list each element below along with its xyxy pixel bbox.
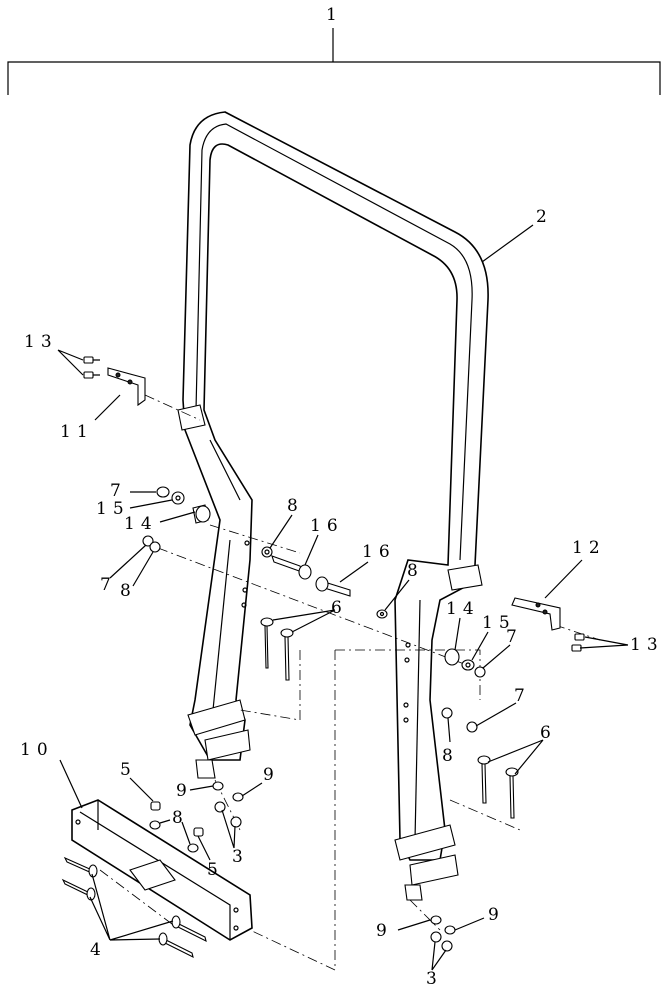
callout-8-b: 8: [287, 496, 304, 516]
callout-14-a: 14: [124, 514, 158, 534]
callout-13-left: 13: [24, 332, 58, 352]
bolts-13-left: [83, 356, 100, 379]
long-bolts-6: [260, 617, 519, 819]
callout-8-e: 8: [172, 808, 189, 828]
callout-6-a: 6: [331, 598, 348, 618]
callout-16-a: 16: [310, 516, 344, 536]
hardware-left-cluster: [142, 486, 211, 553]
callout-9-b: 9: [263, 765, 280, 785]
callout-12: 12: [572, 538, 606, 558]
callout-8-d: 8: [442, 746, 459, 766]
callout-9-a: 9: [176, 781, 193, 801]
callout-11: 11: [60, 422, 94, 442]
callout-14-b: 14: [446, 599, 480, 619]
callout-7-d: 7: [514, 686, 531, 706]
callout-3-a: 3: [232, 847, 249, 867]
callout-5-b: 5: [207, 860, 224, 880]
bracket-11: [107, 367, 146, 407]
callout-1: 1: [326, 5, 343, 25]
callout-5-a: 5: [120, 760, 137, 780]
callout-7-c: 7: [506, 627, 523, 647]
pins-16: [261, 546, 388, 619]
callout-15-a: 15: [96, 499, 130, 519]
callout-9-c: 9: [376, 921, 393, 941]
callout-13-right: 13: [630, 635, 664, 655]
callout-6-b: 6: [540, 723, 557, 743]
callout-15-b: 15: [482, 613, 516, 633]
callout-7-b: 7: [100, 575, 117, 595]
callout-10: 10: [20, 740, 54, 760]
callout-labels: 1 2 13 11 7 15 14 7 8 8 16 16 8 6 12 14 …: [20, 5, 664, 989]
leader-lines: [57, 224, 629, 971]
callout-8-a: 8: [120, 581, 137, 601]
callout-9-d: 9: [488, 905, 505, 925]
bolts-13-right: [571, 633, 585, 652]
callout-7-a: 7: [110, 481, 127, 501]
callout-2: 2: [536, 207, 553, 227]
hardware-right-cluster: [441, 648, 486, 733]
callout-16-b: 16: [362, 542, 396, 562]
callout-3-b: 3: [426, 969, 443, 989]
foot-fasteners-right: [430, 915, 456, 952]
callout-8-c: 8: [407, 561, 424, 581]
assembly-bracket: [7, 28, 661, 95]
roll-bar-frame: [177, 111, 489, 901]
bracket-12: [511, 597, 561, 631]
cross-member: [71, 799, 253, 941]
callout-4: 4: [90, 940, 107, 960]
